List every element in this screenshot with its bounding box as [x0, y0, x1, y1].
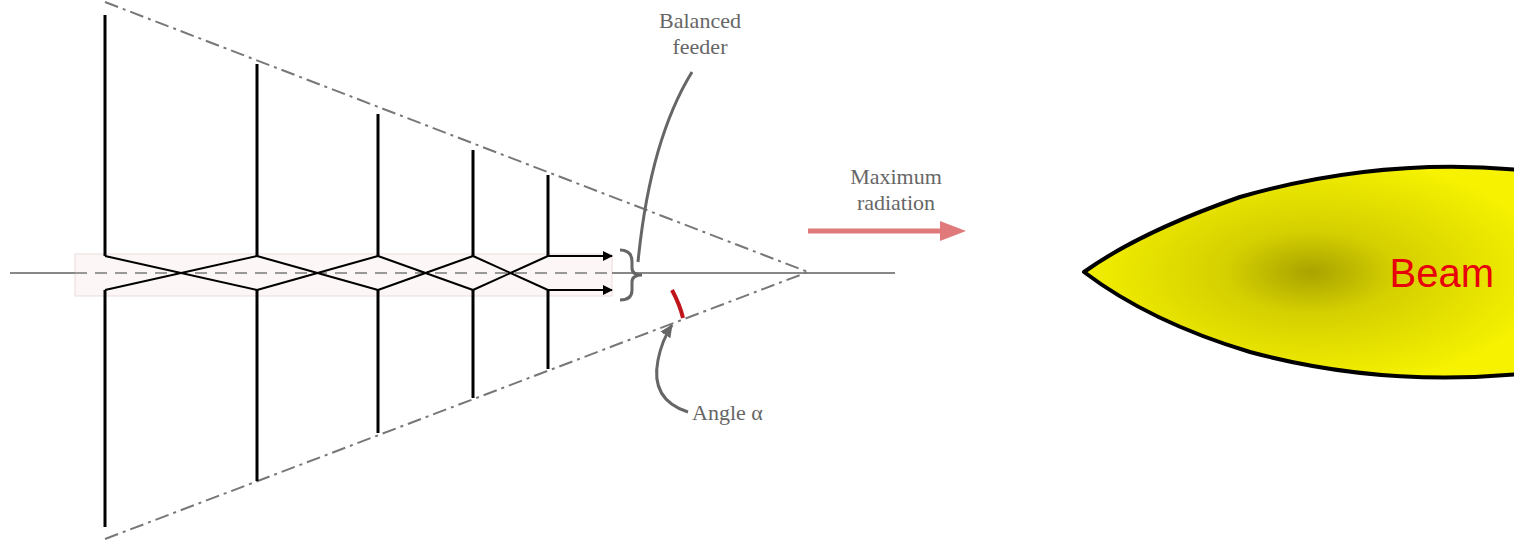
angle-leader	[657, 325, 688, 412]
radiation-arrowhead	[940, 221, 966, 241]
beam-lobe: Beam	[1080, 162, 1514, 384]
radiation-arrow	[808, 229, 945, 234]
leader-line	[638, 72, 692, 262]
envelope-lines	[105, 2, 808, 539]
feeder-band	[75, 254, 612, 296]
dipole-elements	[105, 15, 548, 527]
axis-line	[612, 272, 895, 274]
annotation-label: Balanced feeder	[645, 8, 755, 60]
crossed-feeder	[105, 256, 612, 290]
axis-dashed	[75, 272, 612, 274]
axis-line	[10, 272, 75, 274]
annotation-label: Angle α	[692, 400, 812, 426]
angle-arc	[672, 290, 683, 318]
beam-label: Beam	[1390, 250, 1495, 296]
annotation-label: Maximum radiation	[836, 164, 956, 216]
